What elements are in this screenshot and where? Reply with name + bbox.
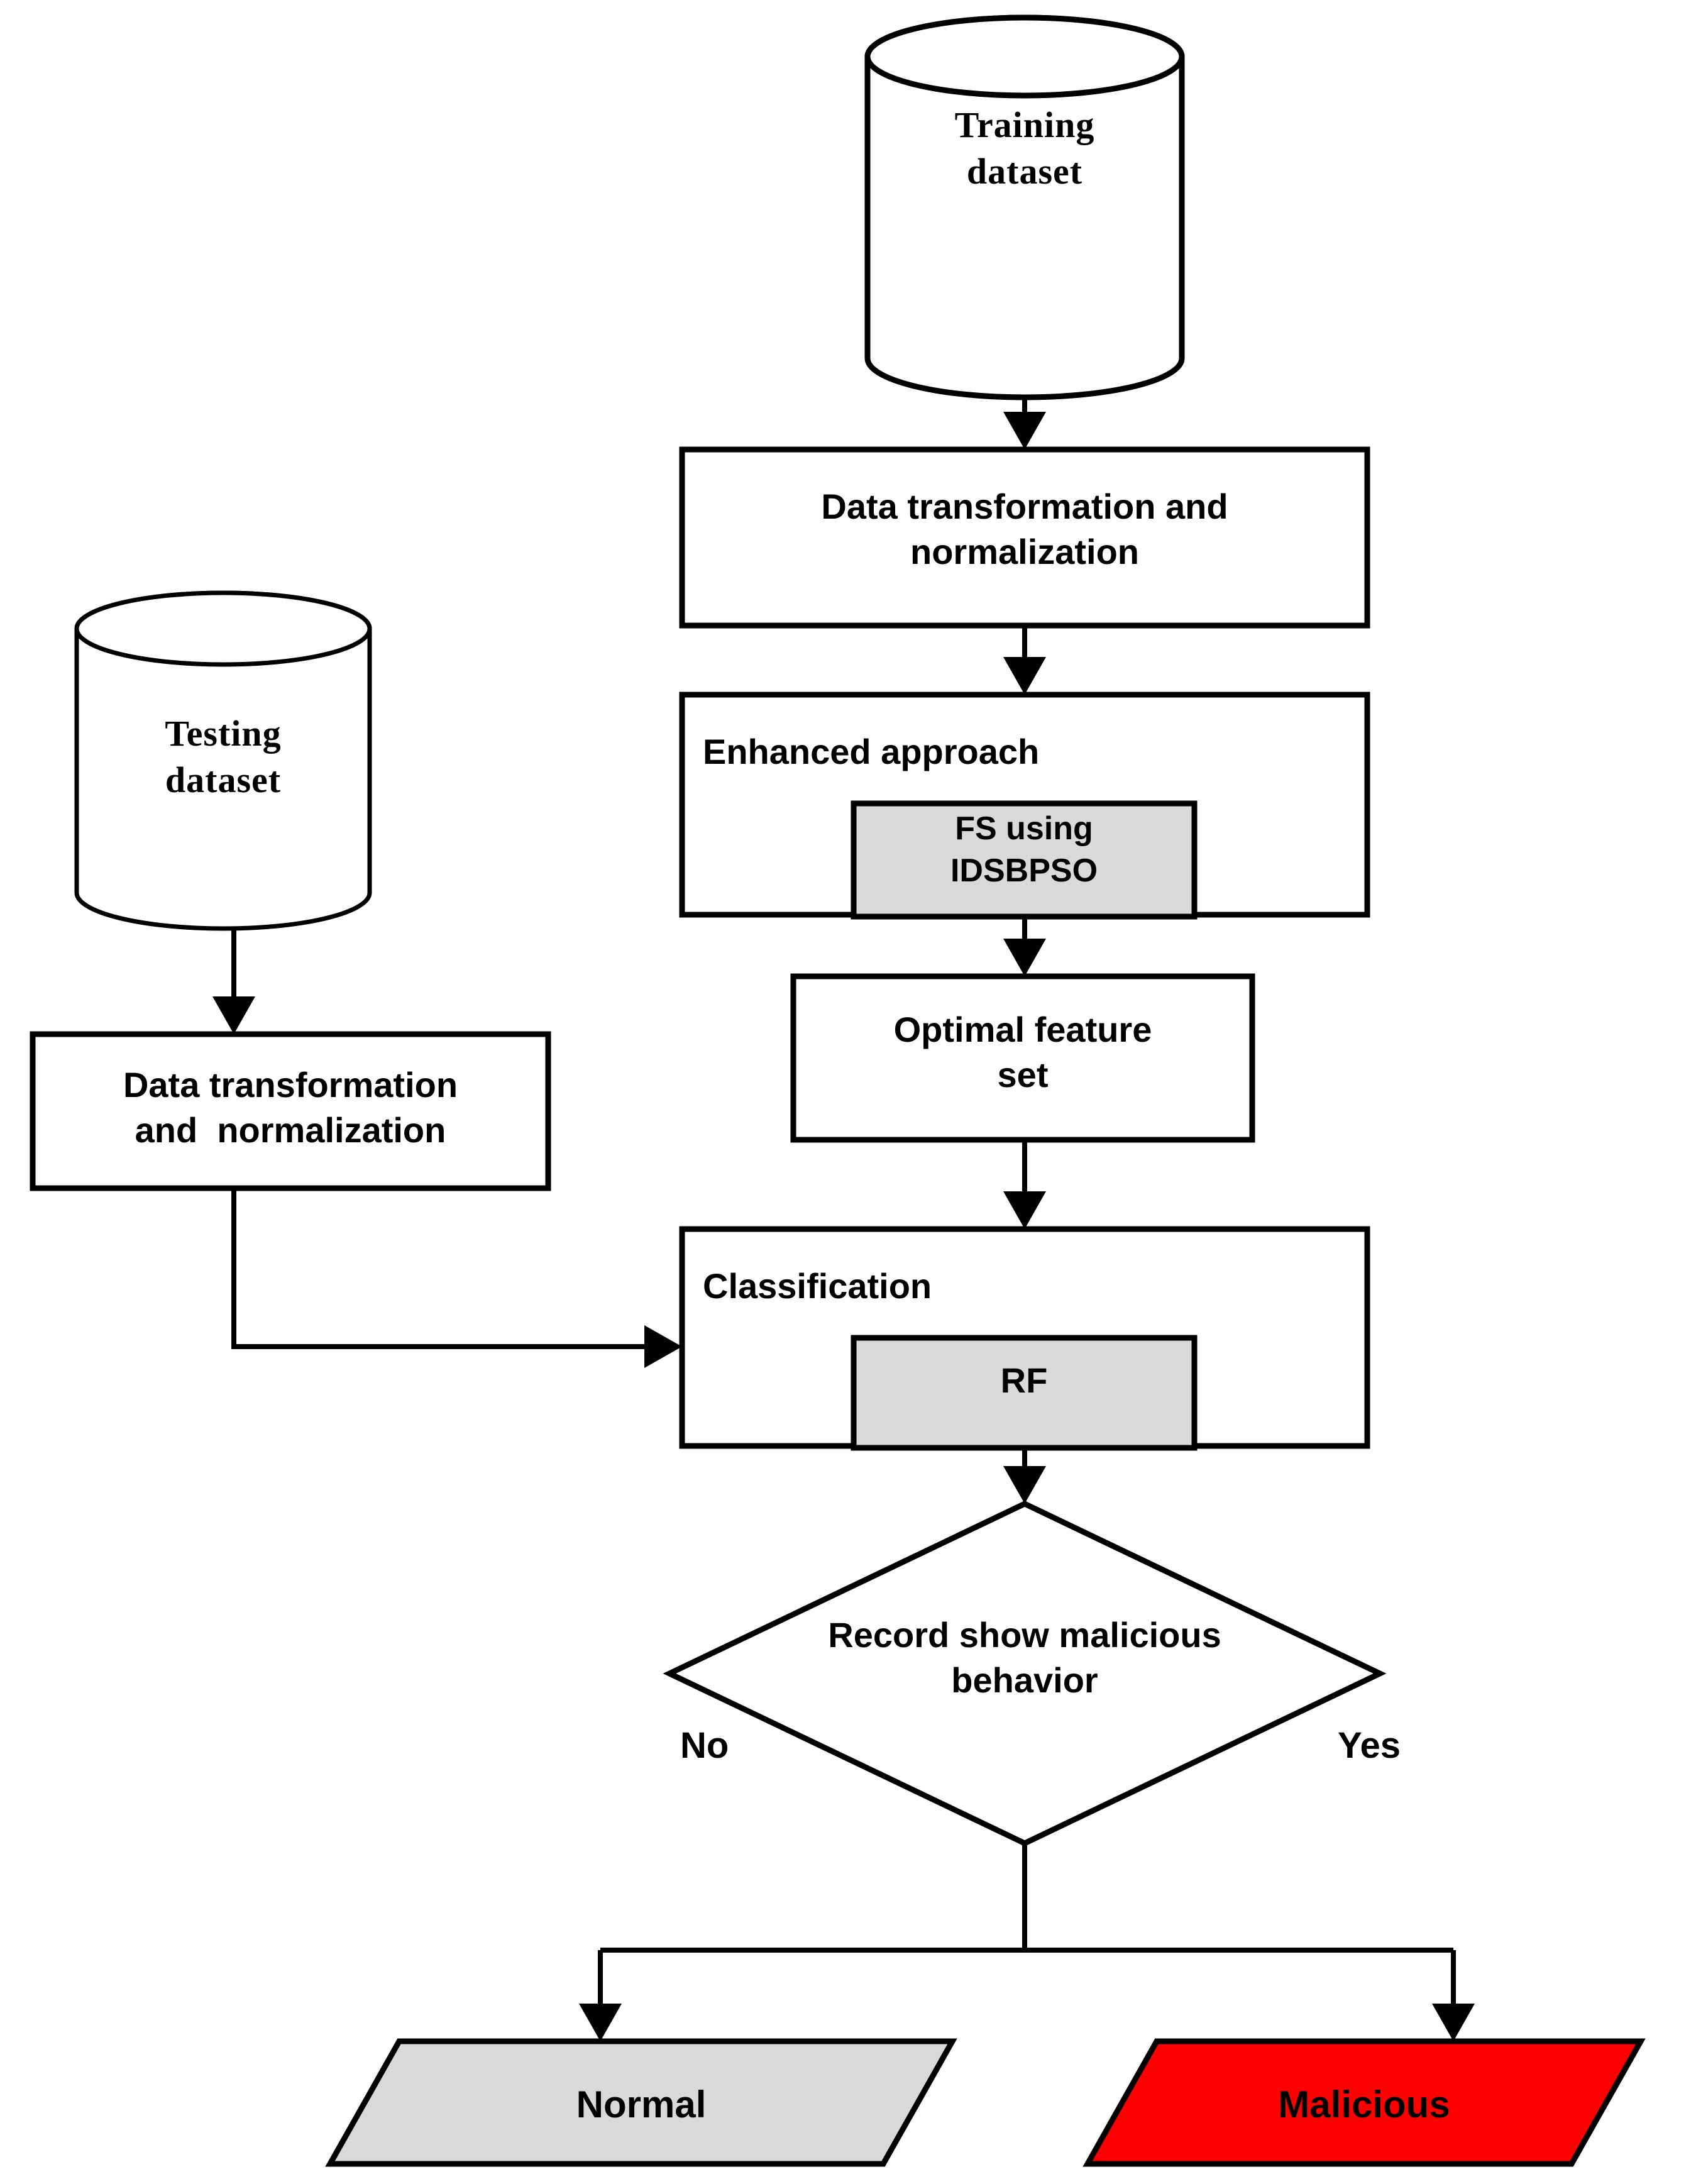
branch-label-yes: Yes: [1338, 1725, 1401, 1766]
training-dataset-label: Training dataset: [954, 104, 1095, 192]
testing-dataset-label: Testing dataset: [165, 713, 282, 801]
train-transform-label: Data transformation and normalization: [821, 487, 1228, 571]
branch-label-no: No: [680, 1725, 729, 1766]
optimal-feature-set-label: Optimal feature set: [893, 1010, 1152, 1095]
test-transform-box: [30, 1031, 551, 1191]
connector-test-transform-to-classification: [231, 1188, 682, 1368]
decision-label: Record show malicious behavior: [828, 1615, 1221, 1700]
connector-classification-to-decision: [1003, 1448, 1046, 1504]
test-transform-label: Data transformation and normalization: [123, 1065, 458, 1150]
testing-dataset-shape: [74, 590, 372, 931]
malicious-output-label: Malicious: [1278, 2083, 1450, 2126]
enhanced-approach-label: Enhanced approach: [703, 732, 1040, 771]
normal-output-label: Normal: [576, 2083, 707, 2126]
normal-parallelogram: [325, 2038, 957, 2167]
connector-training-to-transform: [1003, 397, 1046, 449]
fs-idsbpso-label: FS using IDSBPSO: [950, 810, 1098, 889]
connector-optimal-to-classification: [1003, 1140, 1046, 1229]
classification-label: Classification: [703, 1266, 932, 1306]
training-dataset-shape: [864, 14, 1185, 400]
train-transform-box: [679, 446, 1370, 629]
malicious-parallelogram: [1082, 2038, 1646, 2167]
optimal-feature-set-box: [790, 973, 1255, 1143]
connector-decision-split: [579, 1843, 1475, 2041]
connector-testing-to-transform: [212, 930, 255, 1034]
rf-label: RF: [1000, 1360, 1048, 1400]
rf-box: [851, 1335, 1198, 1451]
connector-transform-to-enhanced: [1003, 626, 1046, 695]
connector-enhanced-to-optimal: [1003, 917, 1046, 976]
